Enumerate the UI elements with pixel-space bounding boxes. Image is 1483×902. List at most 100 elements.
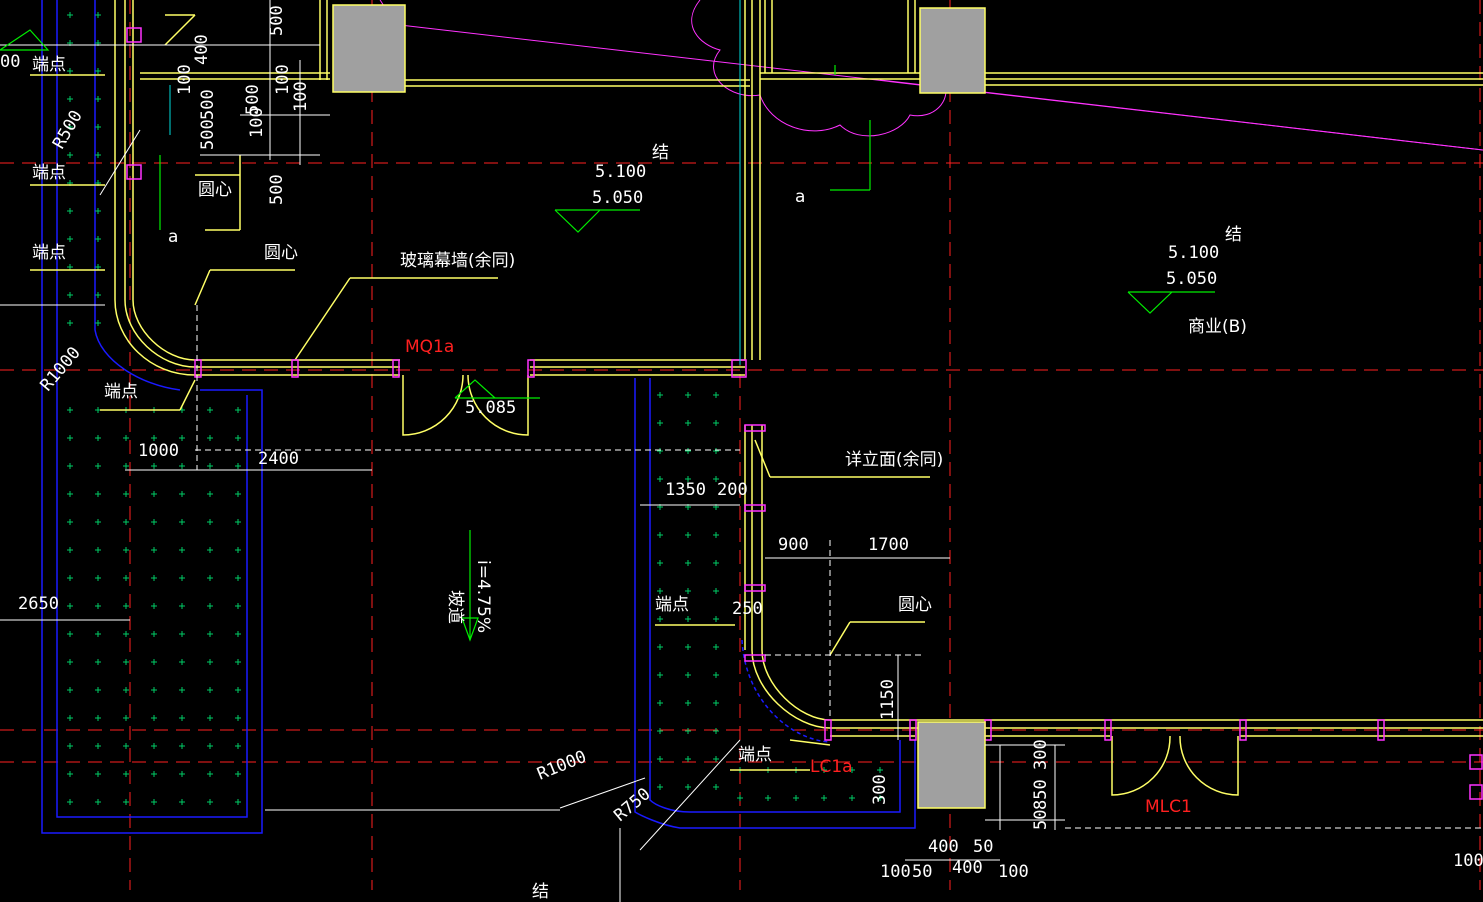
hatch-cross	[151, 631, 157, 637]
hatch-cross	[235, 575, 241, 581]
hatch-cross	[713, 532, 719, 538]
green-leaders	[159, 65, 871, 642]
hatch-cross	[657, 756, 663, 762]
hatch-cross	[67, 519, 73, 525]
hatch-cross	[685, 700, 691, 706]
columns	[332, 4, 986, 809]
hatch-cross	[877, 795, 883, 801]
hatch-cross	[123, 659, 129, 665]
hatch-cross	[685, 532, 691, 538]
elevation-markers	[0, 29, 1215, 399]
hatch-cross	[179, 435, 185, 441]
hatch-cross	[207, 519, 213, 525]
hatch-cross	[685, 448, 691, 454]
hatch-cross	[67, 96, 73, 102]
hatch-cross	[657, 644, 663, 650]
dim-100-b: 100	[998, 862, 1029, 882]
label-shangye-b: 商业(B)	[1188, 317, 1247, 337]
hatch-cross	[849, 767, 855, 773]
label-mark-a-1: a	[168, 227, 178, 247]
hatch-cross	[151, 519, 157, 525]
dim-200: 200	[717, 480, 748, 500]
hatch-cross	[235, 435, 241, 441]
hatch-cross	[95, 435, 101, 441]
hatch-cross	[123, 743, 129, 749]
hatch-cross	[123, 463, 129, 469]
hatch-cross	[207, 491, 213, 497]
hatch-cross	[151, 435, 157, 441]
hatch-cross	[713, 672, 719, 678]
hatch-cross	[67, 236, 73, 242]
label-elev-5085: 5.085	[465, 398, 516, 418]
dim-500-c: 500	[198, 89, 218, 120]
dim-1150: 1150	[878, 679, 898, 720]
hatch-cross	[179, 687, 185, 693]
hatch-cross	[657, 532, 663, 538]
label-mq1a: MQ1a	[405, 337, 454, 357]
label-mark-a-2: a	[795, 187, 805, 207]
label-lc1a: LC1a	[810, 757, 853, 777]
hatch-cross	[95, 491, 101, 497]
hatch-cross	[235, 519, 241, 525]
hatch-cross	[765, 795, 771, 801]
hatch-cross	[67, 715, 73, 721]
column-2	[919, 7, 986, 94]
label-yuanxin-3: 圆心	[898, 595, 932, 615]
dim-850: 850	[1031, 779, 1051, 810]
hatch-cross	[179, 463, 185, 469]
hatch-cross	[95, 68, 101, 74]
hatch-cross	[657, 448, 663, 454]
hatch-cross	[685, 616, 691, 622]
hatch-cross	[151, 463, 157, 469]
hatch-cross	[67, 68, 73, 74]
hatch-cross	[849, 795, 855, 801]
label-elev-5050-1: 5.050	[592, 188, 643, 208]
hatch-cross	[235, 547, 241, 553]
hatch-cross	[235, 743, 241, 749]
text-labels: 结 5.100 5.050 结 5.100 5.050 商业(B) 5.085 …	[32, 55, 1247, 902]
hatch-cross	[793, 795, 799, 801]
label-yuanxin-1: 圆心	[198, 180, 232, 200]
label-duandian-2: 端点	[32, 163, 66, 183]
hatch-cross	[657, 588, 663, 594]
hatch-cross	[821, 795, 827, 801]
hatch-cross	[657, 672, 663, 678]
hatch-cross	[207, 799, 213, 805]
hatch-cross	[151, 603, 157, 609]
hatch-cross	[67, 547, 73, 553]
hatch-cross	[821, 767, 827, 773]
hatch-cross	[713, 616, 719, 622]
hatch-cross	[713, 728, 719, 734]
hatch-cross	[713, 560, 719, 566]
hatch-cross	[207, 771, 213, 777]
hatch-cross	[179, 519, 185, 525]
hatch-cross	[151, 715, 157, 721]
planter-hatch	[67, 12, 883, 805]
hatch-cross	[123, 799, 129, 805]
hatch-cross	[235, 659, 241, 665]
hatch-cross	[67, 435, 73, 441]
label-duandian-1: 端点	[32, 55, 66, 75]
label-elev-5100-2: 5.100	[1168, 243, 1219, 263]
hatch-cross	[207, 631, 213, 637]
hatch-cross	[235, 687, 241, 693]
dim-100-a: 100	[880, 862, 911, 882]
hatch-cross	[179, 771, 185, 777]
hatch-cross	[67, 124, 73, 130]
dim-100-c: 100	[1453, 851, 1483, 871]
hatch-cross	[151, 687, 157, 693]
column-1	[332, 4, 406, 93]
hatch-cross	[151, 575, 157, 581]
hatch-cross	[657, 700, 663, 706]
label-jie-1: 结	[652, 143, 669, 163]
dim-r1000-a: R1000	[37, 343, 85, 395]
label-jie-3: 结	[532, 882, 549, 902]
hatch-cross	[123, 603, 129, 609]
label-podao: 坡道	[445, 590, 465, 624]
hatch-cross	[151, 547, 157, 553]
dim-500-d: 500	[198, 119, 218, 150]
hatch-cross	[685, 560, 691, 566]
hatch-cross	[179, 547, 185, 553]
label-duandian-3: 端点	[32, 243, 66, 263]
